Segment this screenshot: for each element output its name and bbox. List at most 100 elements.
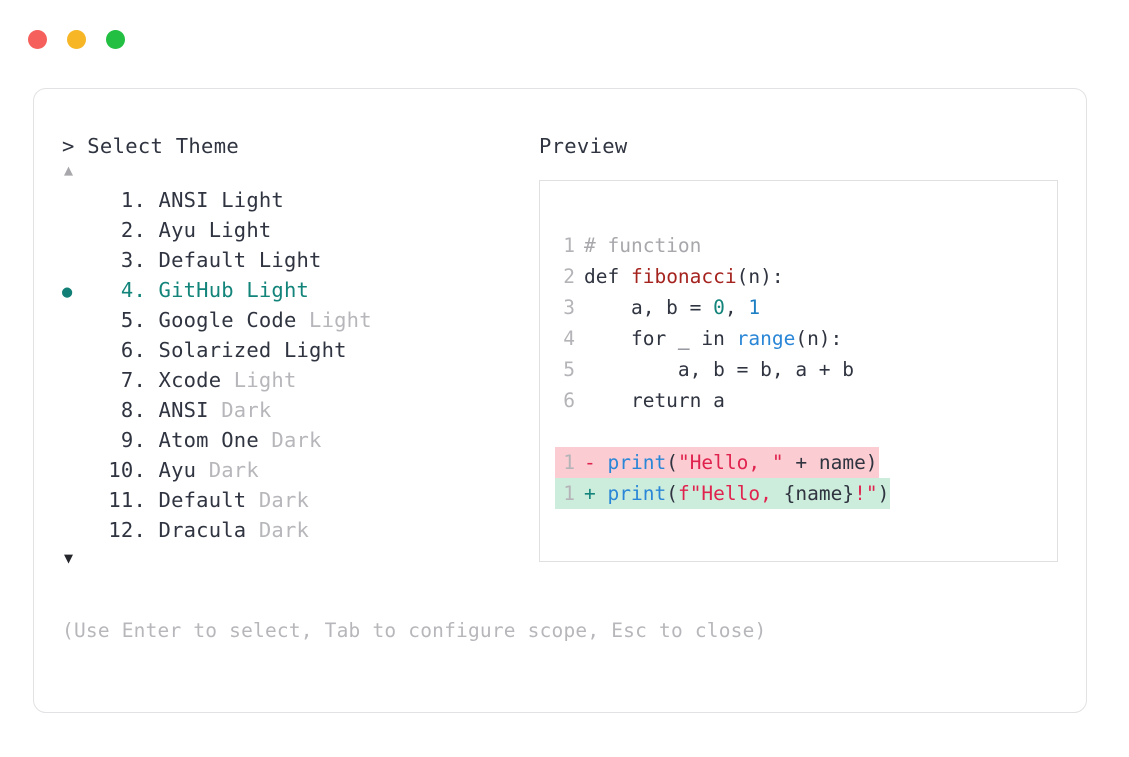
theme-item-variant: Light xyxy=(233,278,310,302)
scroll-up-icon[interactable]: ▲ xyxy=(64,161,74,179)
theme-item-name: GitHub xyxy=(146,278,234,302)
bullet-placeholder: ● xyxy=(62,307,92,337)
theme-item-index: 12. xyxy=(108,518,146,542)
theme-item-index: 8. xyxy=(120,398,146,422)
theme-list: ●1. ANSI Light●2. Ayu Light●3. Default L… xyxy=(62,187,522,547)
theme-item-name: Google Code xyxy=(146,308,297,332)
window-controls xyxy=(28,30,125,49)
bullet-placeholder: ● xyxy=(62,457,92,487)
preview-label: Preview xyxy=(539,134,628,158)
theme-list-item[interactable]: ●8. ANSI Dark xyxy=(62,397,522,427)
code-token: print xyxy=(607,451,667,474)
code-line: 6 return a xyxy=(555,385,1053,416)
code-token: print xyxy=(607,482,667,505)
theme-item-name: Solarized xyxy=(146,338,272,362)
bullet-placeholder: ● xyxy=(62,187,92,217)
code-token: ( xyxy=(666,451,678,474)
theme-item-name: Ayu xyxy=(146,218,197,242)
code-token: 0 xyxy=(713,296,725,319)
code-token: fibonacci xyxy=(630,265,737,288)
theme-item-variant: Light xyxy=(196,218,272,242)
code-token: , xyxy=(724,296,749,319)
code-line: 3 a, b = 0, 1 xyxy=(555,292,1053,323)
theme-item-variant: Light xyxy=(246,248,322,272)
theme-item-name: Default xyxy=(146,248,247,272)
code-token: a, b = xyxy=(584,296,714,319)
code-line-content: def fibonacci(n): xyxy=(584,261,784,292)
maximize-window-button[interactable] xyxy=(106,30,125,49)
theme-item-variant: Light xyxy=(221,368,297,392)
theme-item-variant: Light xyxy=(208,188,284,212)
theme-list-item[interactable]: ●1. ANSI Light xyxy=(62,187,522,217)
theme-item-name: Dracula xyxy=(146,518,247,542)
keyboard-hint: (Use Enter to select, Tab to configure s… xyxy=(62,619,767,642)
theme-list-item[interactable]: ● 3. Default Light xyxy=(62,247,522,277)
close-window-button[interactable] xyxy=(28,30,47,49)
code-token: range xyxy=(736,327,796,350)
code-line-content: # function xyxy=(584,230,701,261)
theme-item-name: ANSI xyxy=(146,398,209,422)
theme-list-item[interactable]: ●2. Ayu Light xyxy=(62,217,522,247)
code-line-content: return a xyxy=(584,385,725,416)
theme-item-index: 9. xyxy=(120,428,146,452)
diff-line-number: 1 xyxy=(563,451,575,474)
theme-item-variant: Dark xyxy=(208,398,272,422)
theme-list-item[interactable]: ●9. Atom One Dark xyxy=(62,427,522,457)
theme-item-name: Xcode xyxy=(146,368,222,392)
code-token: for _ in xyxy=(584,327,737,350)
theme-item-name: Default xyxy=(146,488,247,512)
code-line-number: 6 xyxy=(563,389,575,412)
select-theme-prompt: > Select Theme xyxy=(62,134,239,158)
code-token: f"Hello, xyxy=(677,482,784,505)
code-line-number: 3 xyxy=(563,296,575,319)
theme-list-item[interactable]: ● 5. Google Code Light xyxy=(62,307,522,337)
code-token: def xyxy=(584,265,631,288)
bullet-placeholder: ● xyxy=(62,247,92,277)
code-token: ) xyxy=(877,482,890,505)
code-line: 1 # function xyxy=(555,230,1053,261)
theme-list-item[interactable]: ●6. Solarized Light xyxy=(62,337,522,367)
code-token: 1 xyxy=(748,296,761,319)
code-line-number: 1 xyxy=(563,234,575,257)
code-token: "Hello, " xyxy=(677,451,784,474)
diff-sign: - xyxy=(584,451,596,474)
code-line-content: a, b = 0, 1 xyxy=(584,292,760,323)
theme-list-item[interactable]: ●11. Default Dark xyxy=(62,487,522,517)
code-token: !" xyxy=(854,482,878,505)
diff-line-number: 1 xyxy=(563,482,575,505)
code-line: 2 def fibonacci(n): xyxy=(555,261,1053,292)
code-token: (n): xyxy=(736,265,784,288)
bullet-placeholder: ● xyxy=(62,517,92,547)
theme-list-item[interactable]: ●12. Dracula Dark xyxy=(62,517,522,547)
bullet-placeholder: ● xyxy=(62,337,92,367)
theme-item-index: 5. xyxy=(120,308,146,332)
theme-list-pane: > Select Theme ▲ ●1. ANSI Light●2. Ayu L… xyxy=(62,133,522,569)
theme-item-index: 4. xyxy=(120,278,146,302)
theme-item-variant: Light xyxy=(296,308,372,332)
scroll-down-icon[interactable]: ▼ xyxy=(64,549,74,567)
diff-line-highlight: 1- print("Hello, " + name) xyxy=(555,447,879,478)
code-token: a, b = b, a + b xyxy=(584,358,855,381)
theme-list-item[interactable]: ● 4. GitHub Light xyxy=(62,277,522,307)
bullet-placeholder: ● xyxy=(62,427,92,457)
code-token: return a xyxy=(584,389,725,412)
selected-bullet-icon: ● xyxy=(62,282,73,302)
bullet-placeholder: ● xyxy=(62,367,92,397)
code-line-content: a, b = b, a + b xyxy=(584,354,854,385)
diff-line-highlight: 1+ print(f"Hello, {name}!") xyxy=(555,478,891,509)
diff-line-add: 1+ print(f"Hello, {name}!") xyxy=(555,478,1053,509)
theme-item-index: 11. xyxy=(108,488,146,512)
code-blank-line xyxy=(555,416,1053,447)
code-line-number: 2 xyxy=(563,265,575,288)
theme-item-index: 3. xyxy=(120,248,146,272)
theme-item-index: 10. xyxy=(108,458,146,482)
bullet-placeholder: ● xyxy=(62,487,92,517)
theme-list-item[interactable]: ● 7. Xcode Light xyxy=(62,367,522,397)
diff-spacer xyxy=(596,447,608,478)
theme-item-index: 7. xyxy=(120,368,146,392)
code-token: + name) xyxy=(783,451,878,474)
minimize-window-button[interactable] xyxy=(67,30,86,49)
theme-item-index: 1. xyxy=(120,188,146,212)
theme-list-item[interactable]: ●10. Ayu Dark xyxy=(62,457,522,487)
